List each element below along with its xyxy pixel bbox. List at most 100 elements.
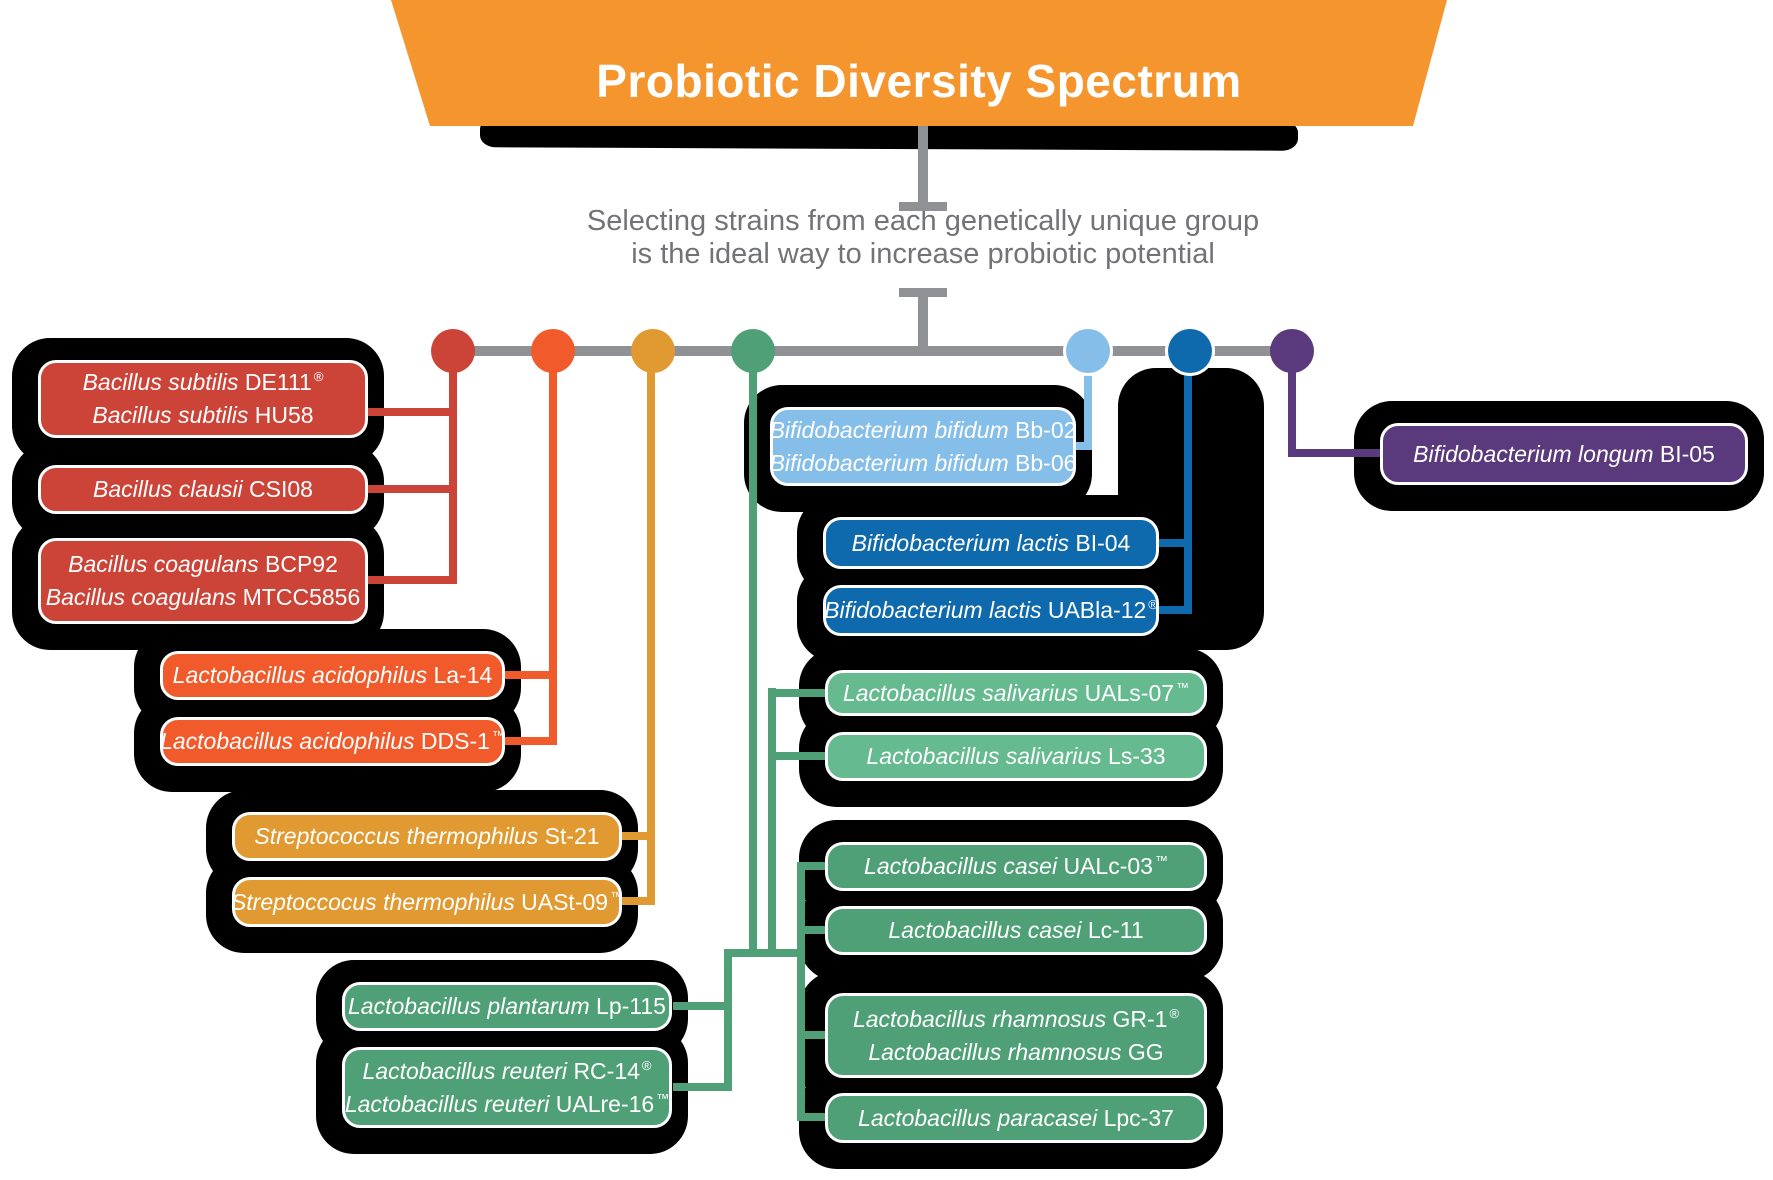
longum-group-connector: [1288, 351, 1296, 457]
longum-dot: [1270, 329, 1314, 373]
thermophilus-group-connector: [622, 897, 655, 905]
strain-code: Bb-02: [1015, 416, 1077, 443]
strain-label: Lactobacillus plantarum Lp-115: [348, 990, 666, 1023]
strain-box: Lactobacillus salivarius Ls-33: [825, 732, 1207, 781]
acidophilus-group-connector: [505, 671, 557, 679]
species-name: Bacillus subtilis: [92, 402, 249, 428]
strain-box: Lactobacillus reuteri RC-14®Lactobacillu…: [342, 1047, 672, 1128]
strain-label: Bacillus subtilis HU58: [92, 399, 313, 432]
species-name: Lactobacillus salivarius: [842, 679, 1079, 706]
strain-box: Lactobacillus casei Lc-11: [825, 906, 1207, 955]
strain-code: UALre-16: [555, 1090, 655, 1117]
trademark-mark: ™: [656, 1090, 670, 1106]
strain-label: Lactobacillus rhamnosus GR-1®: [853, 1003, 1179, 1036]
strain-code: CSI08: [249, 476, 313, 502]
strain-label: Lactobacillus paracasei Lpc-37: [858, 1102, 1174, 1135]
strain-code: UASt-09: [521, 888, 609, 915]
bifidum-group-connector: [1084, 351, 1092, 446]
strain-box: Lactobacillus paracasei Lpc-37: [825, 1093, 1207, 1143]
strain-code: La-14: [433, 662, 493, 688]
strain-code: DE111: [244, 369, 312, 395]
registered-mark: ®: [641, 1057, 652, 1073]
acidophilus-group-connector: [505, 737, 557, 745]
species-name: Lactobacillus paracasei: [858, 1104, 1098, 1131]
strain-box: Lactobacillus plantarum Lp-115: [342, 982, 672, 1031]
trademark-mark: ™: [1154, 853, 1168, 869]
strain-box: Lactobacillus rhamnosus GR-1®Lactobacill…: [825, 993, 1207, 1078]
thermophilus-dot: [631, 329, 675, 373]
lactobacillus-green-connectors-connector: [673, 1002, 732, 1010]
species-name: Lactobacillus reuteri: [362, 1057, 568, 1084]
lactis-group-connector: [1159, 539, 1192, 547]
bifidum-dot: [1066, 329, 1110, 373]
strain-code: MTCC5856: [242, 584, 361, 610]
species-name: Lactobacillus plantarum: [348, 993, 590, 1019]
strain-label: Lactobacillus reuteri RC-14®: [362, 1055, 651, 1088]
lactobacillus-green-connectors-connector: [799, 1031, 825, 1039]
bacillus-dot: [431, 329, 475, 373]
trunk-connector-segment: [918, 288, 928, 351]
strain-label: Bifidobacterium lactis BI-04: [852, 527, 1131, 560]
trunk-connector-segment: [899, 202, 947, 211]
lactobacillus-green-connectors-connector: [768, 688, 776, 957]
bacillus-group-connector: [367, 408, 457, 416]
diagram-subtitle: Selecting strains from each genetically …: [523, 205, 1323, 271]
strain-code: GR-1: [1112, 1005, 1168, 1032]
strain-code: GG: [1127, 1038, 1164, 1065]
lactis-group-connector: [1184, 351, 1192, 614]
title-banner: Probiotic Diversity Spectrum: [391, 0, 1447, 126]
trunk-connector-segment: [918, 126, 928, 210]
strain-code: UALs-07: [1084, 679, 1175, 706]
strain-box: Streptococcus thermophilus St-21: [232, 812, 622, 861]
species-name: Bacillus coagulans: [45, 584, 237, 610]
lactobacillus-green-connectors-connector: [724, 949, 804, 957]
strain-code: BI-04: [1075, 529, 1131, 556]
strain-code: HU58: [254, 402, 314, 428]
strain-label: Bacillus subtilis DE111®: [83, 366, 324, 399]
strain-label: Bifidobacterium longum BI-05: [1413, 438, 1715, 471]
strain-label: Lactobacillus acidophilus La-14: [173, 659, 493, 692]
species-name: Bacillus clausii: [93, 476, 243, 502]
strain-code: BCP92: [265, 551, 338, 577]
strain-code: Lpc-37: [1103, 1104, 1174, 1131]
strain-code: Lp-115: [596, 993, 666, 1019]
species-name: Bacillus subtilis: [82, 369, 239, 395]
thermophilus-group-connector: [622, 832, 655, 840]
lactis-dot: [1168, 329, 1212, 373]
strain-label: Bifidobacterium lactis UABla-12®: [824, 594, 1158, 627]
bacillus-group-connector: [449, 351, 457, 584]
trademark-mark: ™: [491, 728, 505, 744]
strain-code: UABla-12: [1047, 597, 1147, 623]
lactobacillus-dot: [731, 329, 775, 373]
lactis-group-connector: [1159, 606, 1192, 614]
diagram-title: Probiotic Diversity Spectrum: [596, 55, 1242, 107]
lactobacillus-green-connectors-connector: [799, 862, 825, 870]
species-name: Bifidobacterium lactis: [851, 529, 1069, 556]
strain-box: Bacillus clausii CSI08: [38, 465, 368, 514]
bacillus-group-connector: [367, 576, 457, 584]
species-name: Bacillus coagulans: [68, 551, 259, 577]
strain-code: Lc-11: [1087, 917, 1144, 943]
lactobacillus-green-connectors-connector: [770, 689, 825, 697]
strain-label: Streptococcus thermophilus St-21: [254, 820, 599, 853]
lactobacillus-green-connectors-connector: [799, 926, 825, 934]
species-name: Lactobacillus casei: [864, 853, 1058, 879]
lactobacillus-green-connectors-connector: [673, 1083, 732, 1091]
subtitle-line-2: is the ideal way to increase probiotic p…: [631, 238, 1215, 270]
registered-mark: ®: [1148, 597, 1158, 613]
registered-mark: ®: [1169, 1005, 1180, 1021]
trademark-mark: ™: [1176, 679, 1190, 695]
strain-box: Bifidobacterium lactis UABla-12®: [823, 585, 1159, 636]
thermophilus-group-connector: [647, 351, 655, 905]
